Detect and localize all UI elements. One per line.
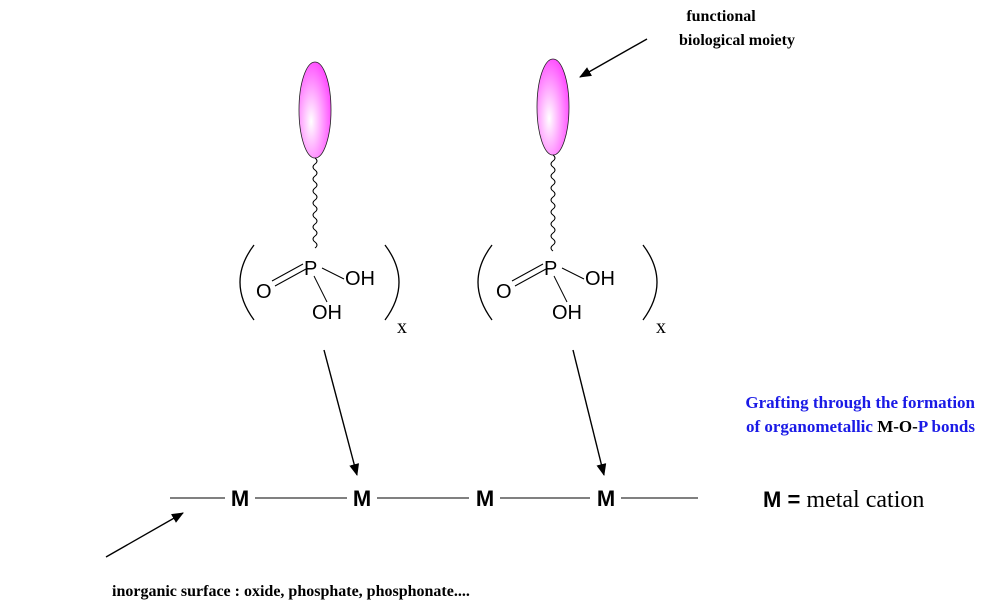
bracket-open-left: [239, 244, 255, 321]
metal-surface-chain: M M M M: [170, 486, 698, 511]
phosphorus-label-left: P: [304, 258, 317, 280]
subscript-x-left: x: [397, 316, 407, 338]
legend-text: metal cation: [806, 487, 924, 513]
double-bond-left-a: [271, 263, 304, 282]
arrow-right-unit-to-metal: [572, 349, 607, 476]
double-bond-right-a: [511, 263, 544, 282]
moiety-label-line-1: functional: [686, 8, 756, 25]
biological-moiety-oval-left: [298, 61, 332, 159]
hydroxyl-right-label-right: OH: [585, 268, 615, 290]
grafting-text-dash-2: -: [912, 417, 918, 436]
hydroxyl-bottom-label-left: OH: [312, 302, 342, 324]
subscript-x-right: x: [656, 316, 666, 338]
metal-atom-1: M: [231, 486, 249, 511]
bracket-close-right: [642, 244, 658, 321]
surface-label: inorganic surface : oxide, phosphate, ph…: [112, 583, 470, 600]
grafting-text-m: M: [877, 417, 893, 436]
p-oh-bond-right-right: [561, 267, 585, 280]
linker-chain-left: [312, 157, 318, 249]
grafting-text-dash-1: -: [893, 417, 899, 436]
legend-symbol: M: [763, 487, 781, 512]
phosphorus-label-right: P: [544, 258, 557, 280]
linker-chain-right: [550, 154, 556, 252]
biological-moiety-oval-right: [536, 58, 570, 156]
legend-metal-cation: M = metal cation: [763, 487, 924, 513]
hydroxyl-right-label-left: OH: [345, 268, 375, 290]
arrow-to-surface: [105, 512, 184, 558]
p-oh-bond-right-left: [321, 267, 345, 280]
metal-atom-3: M: [476, 486, 494, 511]
p-oh-bond-down-left: [313, 275, 328, 303]
metal-atom-4: M: [597, 486, 615, 511]
legend-equals: =: [781, 487, 806, 512]
metal-atom-2: M: [353, 486, 371, 511]
p-oh-bond-down-right: [553, 275, 568, 303]
arrow-left-unit-to-metal: [323, 349, 360, 476]
moiety-label-line-2: biological moiety: [679, 32, 795, 49]
double-bond-left-b: [274, 268, 307, 287]
grafting-text-a: of organometallic: [746, 417, 877, 436]
phosphonic-unit-left: O P OH OH x: [239, 61, 407, 338]
phosphonic-unit-right: O P OH OH x: [477, 58, 666, 338]
grafting-label-line-1: Grafting through the formation: [745, 393, 975, 412]
oxygen-label-left: O: [256, 281, 272, 303]
grafting-label-line-2: of organometallic M-O-P bonds: [746, 417, 975, 436]
arrow-to-moiety: [579, 38, 648, 78]
grafting-text-o: O: [899, 417, 912, 436]
oxygen-label-right: O: [496, 281, 512, 303]
grafting-text-p: P: [918, 417, 928, 436]
grafting-text-b: bonds: [927, 417, 975, 436]
double-bond-right-b: [514, 268, 547, 287]
bracket-open-right: [477, 244, 493, 321]
hydroxyl-bottom-label-right: OH: [552, 302, 582, 324]
bracket-close-left: [384, 244, 400, 321]
